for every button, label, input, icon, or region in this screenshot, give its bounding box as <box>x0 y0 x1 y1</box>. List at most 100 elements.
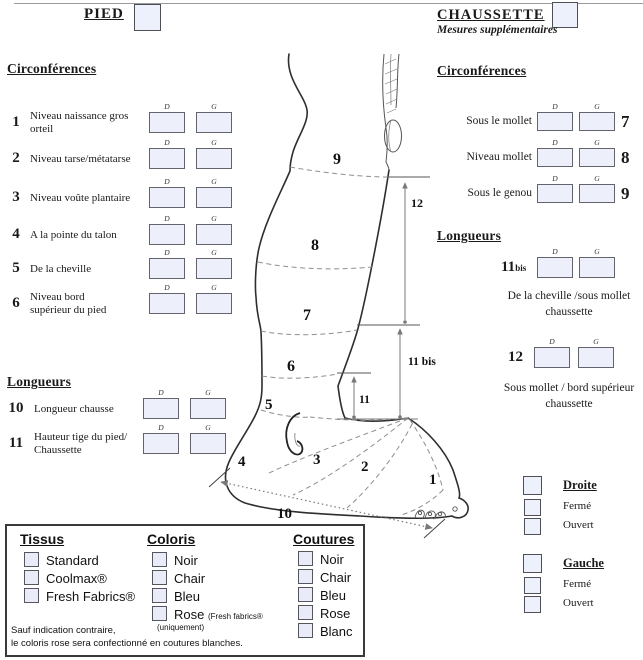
measure-input-g[interactable] <box>579 184 615 203</box>
coolmax-checkbox[interactable] <box>24 570 39 585</box>
coloris-option-rose: Rose (Fresh fabrics® <box>152 606 263 622</box>
label-7: 7 <box>303 307 311 324</box>
option-label: Chair <box>320 570 352 585</box>
measure-box-group-d: D <box>143 388 179 419</box>
droite-ouvert-checkbox[interactable] <box>524 518 541 535</box>
row-label: Hauteur tige du pied/ Chaussette <box>34 431 128 456</box>
option-label: Coolmax® <box>46 571 107 586</box>
measure-input-d[interactable] <box>149 148 185 169</box>
col-g-label: G <box>211 102 217 111</box>
measure-input-d[interactable] <box>149 187 185 208</box>
standard-checkbox[interactable] <box>24 552 39 567</box>
top-rule <box>14 3 643 4</box>
measure-input-d[interactable] <box>149 293 185 314</box>
measure-box-group-g: G <box>196 138 232 169</box>
measure-box-group-d: D <box>537 174 573 203</box>
gauche-ferme-checkbox[interactable] <box>524 577 541 594</box>
gauche-ouvert-checkbox[interactable] <box>524 596 541 613</box>
measure-box-group-g: G <box>579 102 615 131</box>
measure-input-d[interactable] <box>149 258 185 279</box>
left-circumferences-header: Circonférences <box>7 61 97 76</box>
measure-input-g[interactable] <box>190 433 226 454</box>
measure-input-d[interactable] <box>149 224 185 245</box>
measure-row-6: 6 Niveau bord supérieur du pied D G <box>0 283 240 327</box>
coutures-chair-checkbox[interactable] <box>298 569 313 584</box>
label-10: 10 <box>277 506 292 522</box>
col-g-label: G <box>594 247 600 256</box>
row-number: 10 <box>8 400 24 416</box>
row-number: 9 <box>621 184 630 203</box>
measure-input-g[interactable] <box>578 347 614 368</box>
label-2: 2 <box>361 459 369 475</box>
measure-input-d[interactable] <box>537 148 573 167</box>
tissus-title: Tissus <box>20 531 65 547</box>
measure-box-group-d: D <box>149 283 185 314</box>
row-label: Niveau mollet <box>466 151 532 163</box>
measure-input-g[interactable] <box>579 148 615 167</box>
measure-input-g[interactable] <box>579 112 615 131</box>
measure-input-g[interactable] <box>196 187 232 208</box>
coloris-rose-checkbox[interactable] <box>152 606 167 621</box>
tissus-option-standard: Standard <box>24 552 99 568</box>
row-number: 8 <box>621 148 630 167</box>
droite-checkbox[interactable] <box>523 476 542 495</box>
measure-input-d[interactable] <box>143 433 179 454</box>
fresh-fabrics-checkbox[interactable] <box>24 588 39 603</box>
measure-input-d[interactable] <box>534 347 570 368</box>
droite-ferme-checkbox[interactable] <box>524 499 541 516</box>
option-label: Noir <box>320 552 344 567</box>
measure-input-d[interactable] <box>143 398 179 419</box>
col-g-label: G <box>594 102 600 111</box>
row-number: 11 <box>8 435 24 451</box>
measure-box-group-g: G <box>579 138 615 167</box>
coutures-noir-checkbox[interactable] <box>298 551 313 566</box>
coloris-option-noir: Noir <box>152 552 198 568</box>
pied-checkbox[interactable] <box>134 4 161 31</box>
col-d-label: D <box>158 388 164 397</box>
footnote-line-2: le coloris rose sera confectionné en cou… <box>11 638 243 649</box>
measure-input-g[interactable] <box>196 224 232 245</box>
droite-ferme-label: Fermé <box>563 500 592 512</box>
circumference-dashed-lines <box>257 166 444 516</box>
coutures-bleu-checkbox[interactable] <box>298 587 313 602</box>
measure-input-g[interactable] <box>190 398 226 419</box>
measure-row-5: 5 De la cheville D G <box>0 248 240 292</box>
row-label: Sous le genou <box>467 187 532 199</box>
measure-row-3: 3 Niveau voûte plantaire D G <box>0 177 240 221</box>
label-5: 5 <box>265 397 273 413</box>
measure-box-group-g: G <box>196 283 232 314</box>
row-number: 3 <box>12 189 20 205</box>
row-number: 6 <box>12 295 20 311</box>
measure-box-group-g: G <box>190 388 226 419</box>
measure-input-g[interactable] <box>196 112 232 133</box>
chaussette-checkbox[interactable] <box>552 2 578 28</box>
measure-input-g[interactable] <box>196 293 232 314</box>
coutures-blanc-checkbox[interactable] <box>298 623 313 638</box>
measure-input-g[interactable] <box>579 257 615 278</box>
measure-row-4: 4 A la pointe du talon D G <box>0 214 240 258</box>
coutures-option-bleu: Bleu <box>298 587 346 603</box>
measure-input-g[interactable] <box>196 258 232 279</box>
gauche-checkbox[interactable] <box>523 554 542 573</box>
coloris-chair-checkbox[interactable] <box>152 570 167 585</box>
label-11: 11 <box>359 394 370 406</box>
coloris-bleu-checkbox[interactable] <box>152 588 167 603</box>
row-label: A la pointe du talon <box>30 228 117 241</box>
measure-input-d[interactable] <box>537 184 573 203</box>
col-g-label: G <box>593 337 599 346</box>
measure-input-d[interactable] <box>149 112 185 133</box>
coloris-noir-checkbox[interactable] <box>152 552 167 567</box>
measure-input-g[interactable] <box>196 148 232 169</box>
chaussette-title: CHAUSSETTE <box>437 7 545 23</box>
tissus-option-fresh-fabrics: Fresh Fabrics® <box>24 588 135 604</box>
gauche-ferme-label: Fermé <box>563 578 592 590</box>
measure-input-d[interactable] <box>537 257 573 278</box>
coutures-rose-checkbox[interactable] <box>298 605 313 620</box>
measure-box-group-d: D <box>537 138 573 167</box>
measure-box-group-d: D <box>534 337 570 368</box>
option-label: Noir <box>174 553 198 568</box>
col-d-label: D <box>552 174 558 183</box>
measure-input-d[interactable] <box>537 112 573 131</box>
row-number: 4 <box>12 226 20 242</box>
